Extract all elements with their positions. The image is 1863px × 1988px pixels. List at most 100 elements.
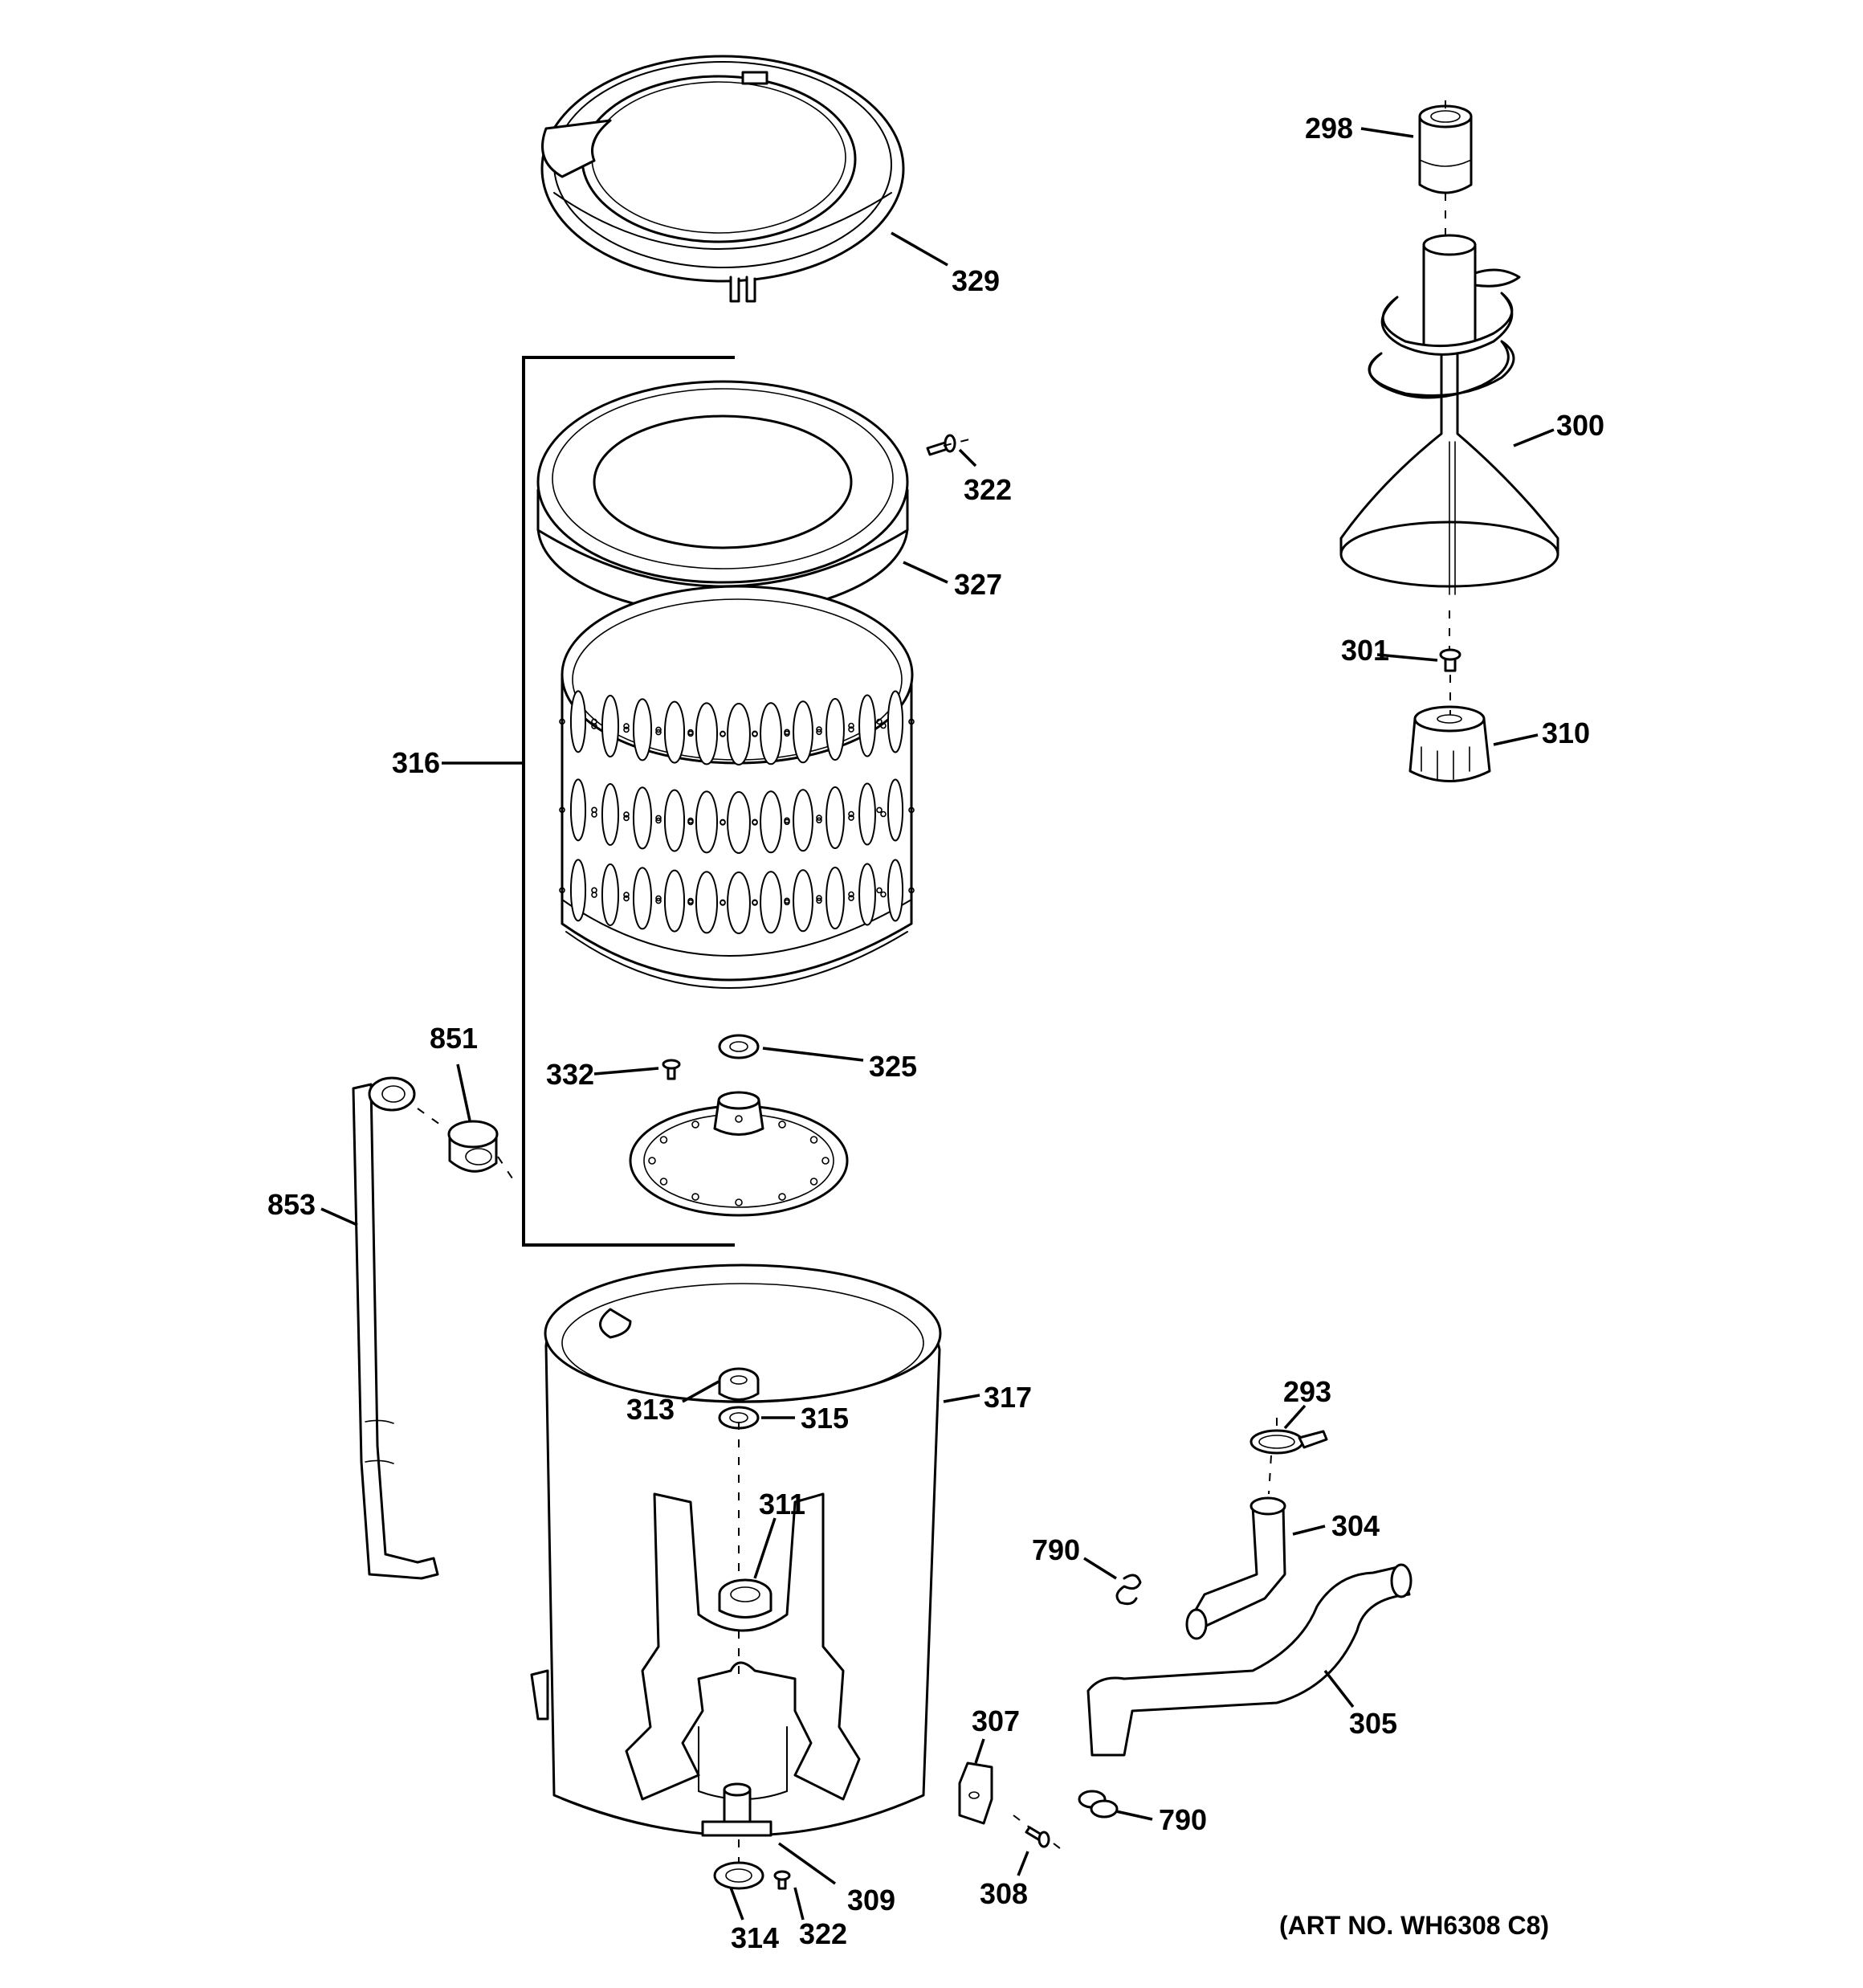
callout-300: 300: [1556, 409, 1604, 442]
basket-hole: [816, 895, 822, 901]
basket-slot: [760, 871, 782, 934]
basket-hole: [752, 730, 758, 737]
callout-329: 329: [952, 264, 1000, 297]
callout-332: 332: [546, 1058, 594, 1091]
basket-hole: [623, 726, 630, 733]
basket-hole: [687, 818, 694, 826]
basket-hole: [816, 817, 822, 824]
basket-hole: [623, 723, 630, 729]
basket-slot: [858, 694, 876, 757]
basket-hole: [687, 730, 694, 737]
basket-slot: [858, 863, 876, 926]
part-seal-washer: [718, 1406, 760, 1430]
basket-slot: [793, 789, 813, 852]
callout-322-top: 322: [964, 473, 1012, 506]
basket-slot: [569, 778, 587, 842]
part-washer: [713, 1861, 764, 1890]
hub-hole: [648, 1157, 656, 1165]
basket-slot: [826, 698, 845, 761]
leader-lines: [320, 100, 1555, 1921]
basket-hole: [784, 817, 790, 824]
basket-hole: [559, 718, 565, 725]
part-tub-cover: [540, 55, 905, 303]
callout-labels: 298 329 300 322 327 301 310 316 851 332 …: [267, 112, 1604, 1954]
callout-309: 309: [847, 1884, 895, 1917]
hub-holes: [648, 1115, 830, 1206]
basket-slot: [727, 871, 751, 934]
part-agitator: [1339, 234, 1559, 595]
callout-301: 301: [1341, 634, 1389, 667]
callout-790-bottom: 790: [1159, 1803, 1207, 1836]
part-drain-hose: [1086, 1563, 1413, 1757]
callout-327: 327: [954, 568, 1002, 601]
basket-slot: [727, 790, 751, 854]
art-number: (ART NO. WH6308 C8): [1279, 1911, 1549, 1940]
hub-hole: [691, 1121, 699, 1129]
basket-hole: [655, 817, 662, 824]
basket-hole: [880, 722, 887, 729]
part-bearing: [718, 1578, 773, 1619]
basket-hole: [752, 818, 758, 826]
hub-hole: [659, 1136, 668, 1144]
callout-853: 853: [267, 1188, 316, 1221]
basket-slot: [793, 700, 813, 764]
basket-hole: [816, 897, 822, 904]
basket-slot: [695, 790, 719, 854]
basket-slot: [569, 690, 587, 753]
basket-slot: [663, 700, 686, 764]
callout-307: 307: [972, 1704, 1020, 1737]
callout-851: 851: [430, 1022, 478, 1055]
part-balance-ring: [536, 380, 909, 616]
part-screw-bottom: [773, 1870, 791, 1890]
part-screw-top: [926, 434, 956, 456]
part-basket-hub: [629, 1091, 849, 1217]
basket-hole: [848, 810, 854, 818]
basket-slot: [632, 698, 653, 761]
basket-slot: [632, 867, 653, 930]
hub-hole: [659, 1178, 668, 1186]
basket-slot: [793, 869, 813, 933]
callout-316: 316: [392, 746, 440, 779]
callout-317: 317: [984, 1381, 1032, 1414]
basket-slot: [887, 778, 904, 842]
basket-slot: [826, 786, 845, 850]
basket-slot: [663, 869, 686, 933]
basket-hole: [623, 814, 630, 822]
hub-hole: [809, 1136, 818, 1144]
callout-293: 293: [1283, 1375, 1331, 1408]
basket-hole: [623, 895, 630, 902]
basket-hole: [784, 729, 790, 736]
basket-hole: [908, 887, 915, 894]
callout-308: 308: [980, 1877, 1028, 1910]
basket-hole: [591, 723, 597, 729]
basket-hole: [908, 718, 915, 725]
basket-slot: [760, 790, 782, 854]
part-clip-screw: [1025, 1826, 1050, 1848]
hub-hole: [778, 1121, 786, 1129]
basket-hole: [908, 806, 915, 814]
callout-310: 310: [1542, 716, 1590, 749]
part-hub-screw: [662, 1059, 681, 1080]
basket-hole: [816, 729, 822, 736]
part-agitator-bolt: [1439, 648, 1461, 672]
hub-hole: [778, 1193, 786, 1201]
basket-slot: [695, 871, 719, 934]
part-clamp-small-top: [1115, 1574, 1142, 1606]
callout-311: 311: [759, 1488, 805, 1521]
basket-hole: [559, 806, 565, 814]
basket-slot: [727, 702, 751, 765]
basket-hole: [655, 726, 662, 733]
basket-hole: [816, 726, 822, 733]
basket-slot: [632, 786, 653, 850]
basket-hole: [848, 891, 854, 898]
part-clip: [958, 1761, 993, 1825]
part-tub-seal: [718, 1367, 760, 1401]
basket-hole: [687, 899, 694, 906]
basket-slot: [601, 695, 620, 758]
callout-315: 315: [801, 1402, 849, 1435]
callout-298: 298: [1305, 112, 1353, 145]
basket-hole: [880, 810, 887, 818]
basket-hole: [655, 729, 662, 736]
part-agitator-cap: [1418, 104, 1473, 194]
